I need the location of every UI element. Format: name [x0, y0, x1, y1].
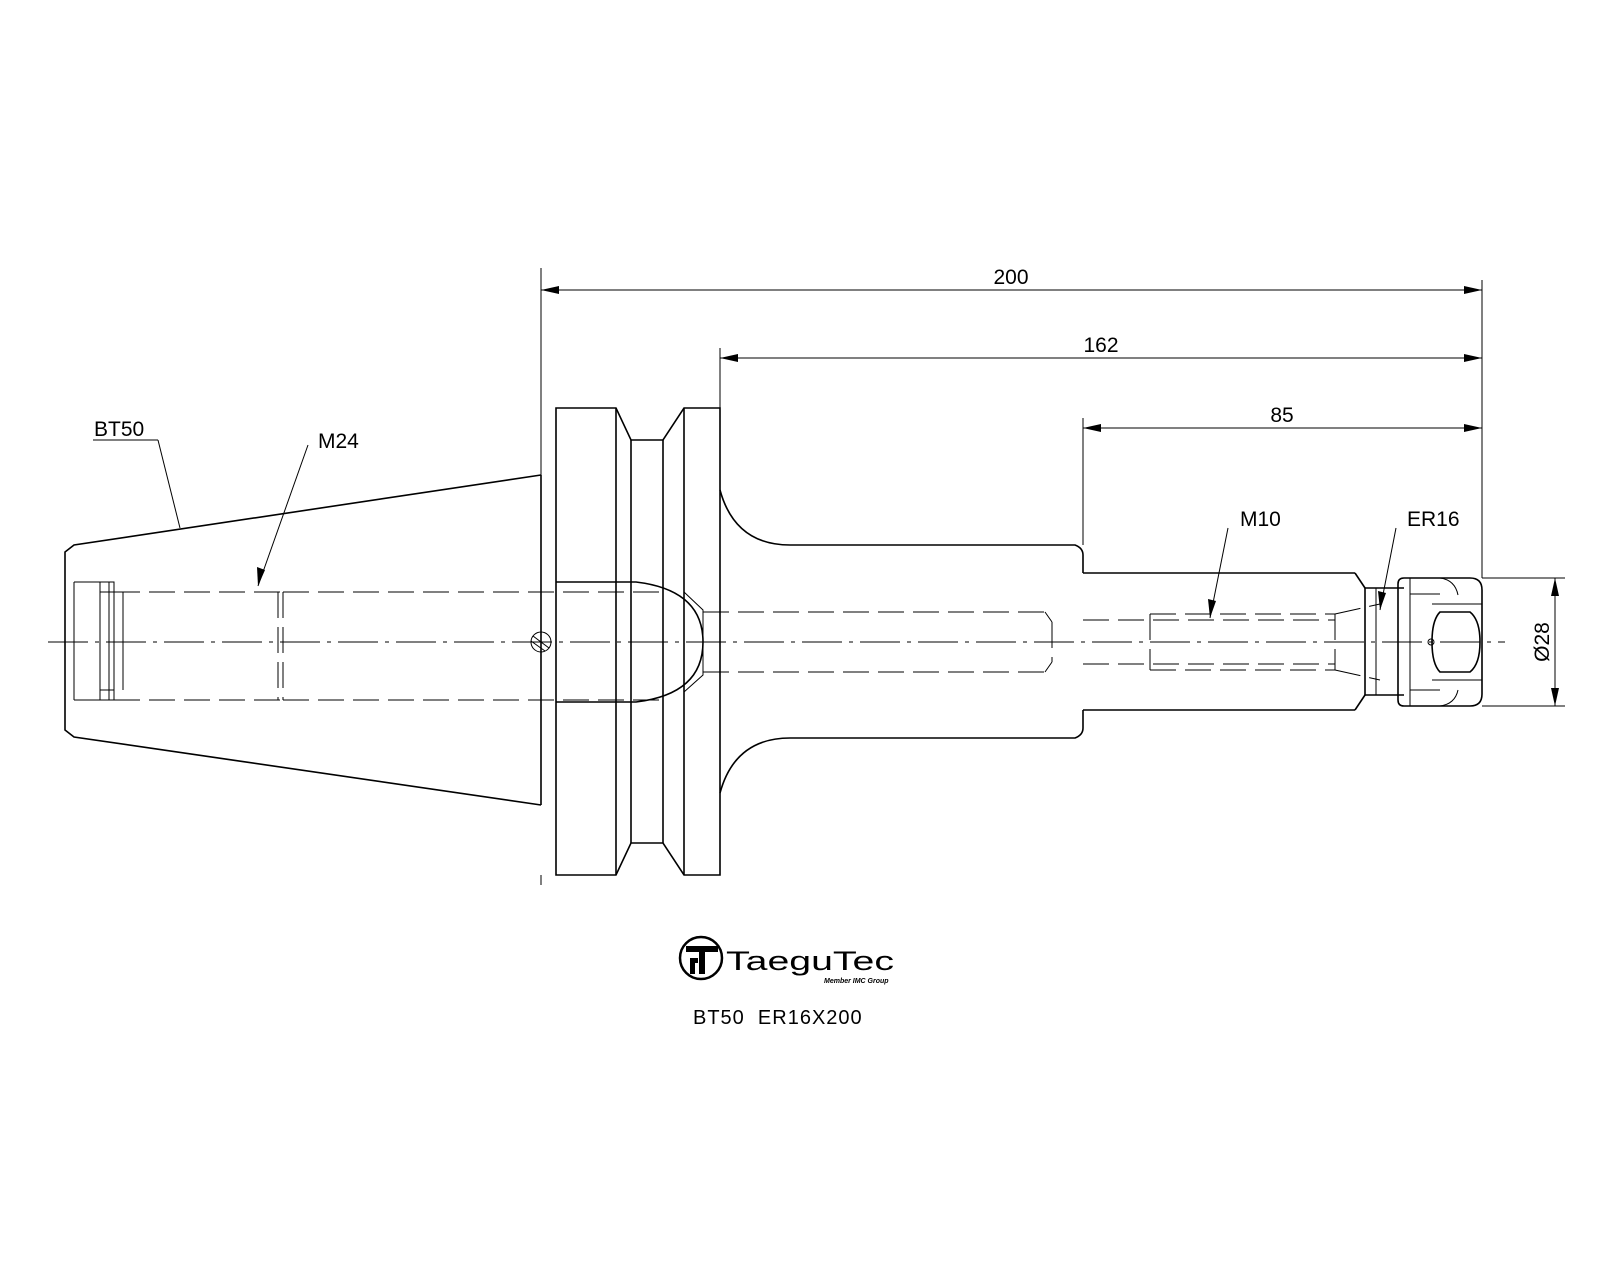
callout-er16: ER16	[1378, 508, 1460, 611]
dim-d28-label: Ø28	[1531, 622, 1554, 662]
callout-m10: M10	[1208, 508, 1281, 619]
taegutec-logo: TaeguTec Member IMC Group	[678, 935, 894, 985]
callout-bt50-label: BT50	[94, 418, 144, 441]
taper-shank	[64, 474, 542, 806]
flange	[530, 407, 721, 876]
callout-m10-label: M10	[1240, 508, 1281, 531]
dim-162-label: 162	[1083, 334, 1118, 357]
er16-collet-nut	[1397, 577, 1483, 707]
m24-thread-hidden	[114, 591, 668, 701]
callout-er16-label: ER16	[1407, 508, 1460, 531]
collet-center-icon	[1427, 638, 1435, 646]
dim-85-label: 85	[1270, 404, 1293, 427]
m10-bore-hidden	[703, 603, 1381, 681]
dimension-85: 85	[1082, 404, 1482, 545]
dimension-200: 200	[540, 266, 1483, 885]
callout-bt50: BT50	[93, 418, 181, 529]
callout-m24-label: M24	[318, 430, 359, 453]
logo-brand: TaeguTec	[726, 946, 894, 976]
part-caption: BT50 ER16X200	[693, 1007, 863, 1029]
callout-m24: M24	[257, 430, 359, 587]
dimension-162: 162	[719, 334, 1482, 408]
dim-200-label: 200	[993, 266, 1028, 289]
logo-tagline: Member IMC Group	[824, 978, 889, 985]
orientation-mark-icon	[530, 631, 552, 653]
dimension-d28: Ø28	[1482, 577, 1565, 707]
